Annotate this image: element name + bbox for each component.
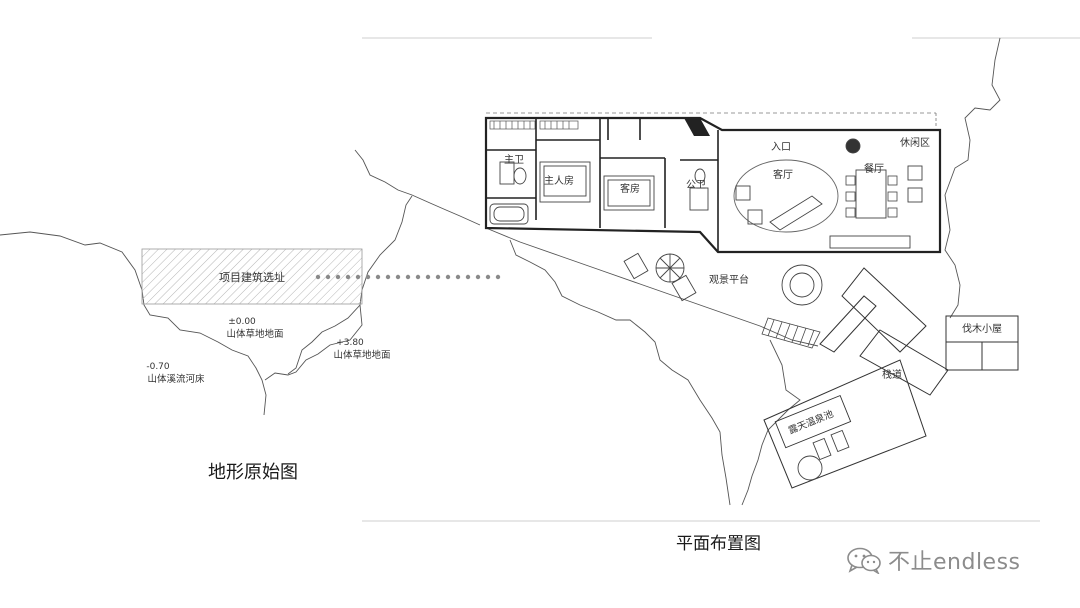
elevation-label-2: 山体草地地面 [333, 349, 390, 361]
terrain-contour-mid [264, 304, 363, 381]
cabin [945, 315, 1019, 371]
room-label-lounge: 休闲区 [900, 136, 930, 149]
window-hatches [489, 120, 579, 130]
site-hatch-area [141, 248, 363, 305]
elevation-value-1: ±0.00 [228, 317, 256, 327]
room-label-living-room: 客厅 [773, 168, 793, 181]
elevation-value-3: -0.70 [146, 362, 170, 372]
room-label-boardwalk: 栈道 [882, 368, 902, 381]
dining-chairs [845, 175, 898, 218]
lounge-chair-2 [907, 187, 923, 203]
site-label: 项目建筑选址 [219, 270, 285, 284]
lounge-chair-1 [907, 165, 923, 181]
floor-plan: 主卫 主人房 客房 公卫 入口 客厅 餐厅 休闲区 观景平台 栈道 伐木小屋 露… [484, 37, 1019, 506]
sofa [769, 195, 823, 231]
room-label-viewing-deck: 观景平台 [709, 273, 749, 286]
boardwalk [763, 267, 949, 489]
dotted-connector [315, 274, 501, 280]
stairs [761, 317, 821, 349]
plan-contour-deck-edge [485, 227, 819, 347]
elevation-label-1: 山体草地地面 [226, 328, 283, 340]
room-label-dining-room: 餐厅 [864, 162, 884, 175]
terrain-contour-left [0, 231, 267, 416]
room-label-guest-room: 客房 [620, 182, 640, 195]
armchair-2 [747, 209, 763, 225]
watermark-text: 不止endless [888, 550, 1021, 575]
room-label-entrance: 入口 [771, 142, 791, 153]
plan-contour-left [509, 239, 731, 506]
terrain-diagram-title: 地形原始图 [208, 462, 298, 483]
armchair-1 [735, 185, 751, 201]
pool-loungers [797, 429, 850, 481]
terrain-contour-top [287, 195, 413, 375]
elevation-label-3: 山体溪流河床 [147, 373, 205, 385]
terrain-contour-ridge [354, 149, 481, 226]
room-label-master-bedroom: 主人房 [544, 174, 574, 187]
fixtures [489, 138, 887, 225]
plan-contour-right [944, 37, 1001, 319]
room-label-cabin: 伐木小屋 [962, 323, 1002, 335]
elevation-value-2: +3.80 [336, 338, 364, 348]
deck-furniture [623, 252, 823, 306]
room-label-master-bath: 主卫 [504, 154, 524, 166]
plan-contour-lower [741, 339, 801, 506]
hot-spring-pool [774, 394, 852, 449]
room-label-public-bath: 公卫 [686, 180, 706, 191]
kitchen-counter [829, 235, 911, 249]
floor-plan-title: 平面布置图 [676, 534, 761, 554]
room-label-hot-spring: 露天温泉池 [787, 408, 836, 437]
interior-walls [486, 118, 719, 252]
watermark: 不止endless [846, 544, 1021, 576]
terrain-diagram: 项目建筑选址 ±0.00 山体草地地面 +3.80 山体草地地面 -0.70 山… [0, 149, 501, 416]
living-room-oval [733, 159, 839, 233]
wall-column [684, 118, 710, 136]
wechat-icon [847, 547, 881, 574]
